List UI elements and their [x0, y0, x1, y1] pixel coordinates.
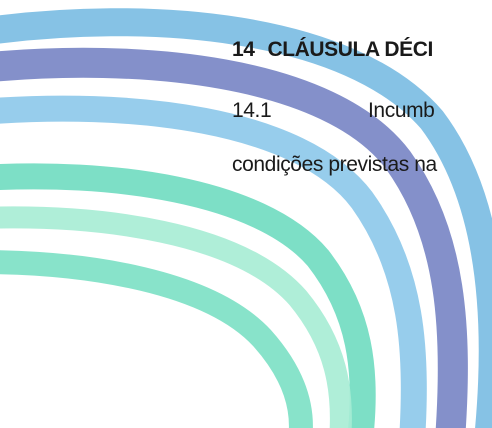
clause-number: 14	[232, 38, 255, 61]
paragraph-continuation: condições previstas na	[232, 153, 437, 176]
ribbon-purple-band	[0, 47, 468, 428]
ribbon-teal	[0, 163, 376, 428]
ribbon-teal-lower	[0, 250, 313, 428]
paragraph-number: 14.1	[232, 99, 272, 122]
clause-heading: 14 CLÁUSULA DÉCI	[232, 38, 433, 62]
clause-title: CLÁUSULA DÉCI	[267, 38, 433, 61]
ribbon-blue-inner	[0, 95, 427, 428]
ribbon-mint	[0, 206, 352, 428]
paragraph-first-word: Incumb	[368, 99, 435, 122]
